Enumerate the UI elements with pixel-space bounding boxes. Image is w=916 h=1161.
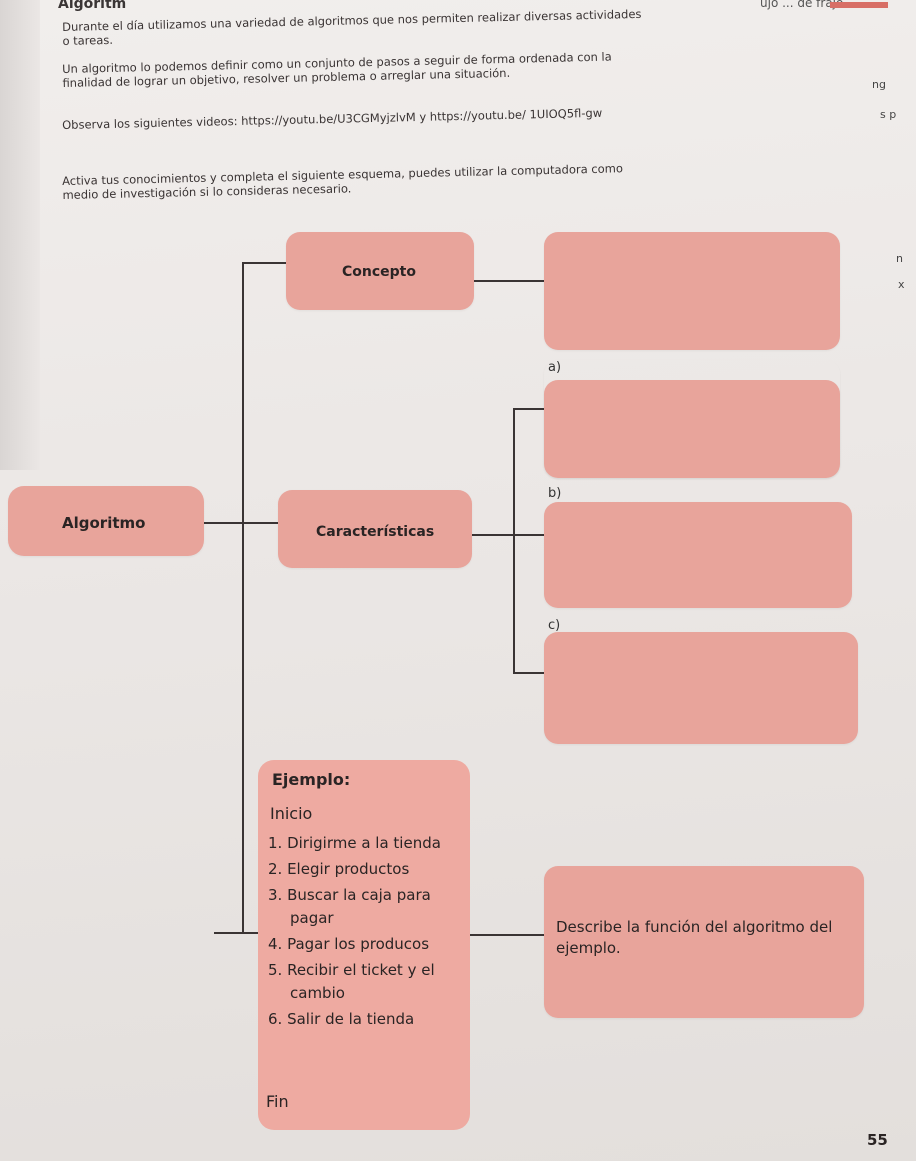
example-box: Ejemplo: Inicio 1. Dirigirme a la tienda… (258, 760, 470, 1130)
connector-example (214, 932, 264, 934)
example-step: 5. Recibir el ticket y el cambio (268, 961, 435, 1002)
connector-features (242, 522, 278, 524)
letter-c: c) (548, 618, 561, 633)
example-start: Inicio (270, 804, 313, 823)
concept-answer-box[interactable] (544, 232, 840, 350)
connector-concept-answer (474, 280, 546, 282)
example-step: 2. Elegir productos (268, 860, 410, 878)
edge-fragment-4: x (898, 278, 905, 291)
example-answer-box[interactable] (544, 866, 864, 1018)
edge-fragment-1: ng (872, 78, 886, 91)
algorithm-root-box: Algoritmo (8, 486, 204, 556)
letter-b: b) (548, 486, 562, 501)
example-step: 1. Dirigirme a la tienda (268, 834, 441, 852)
edge-fragment-3: n (896, 252, 903, 265)
features-box: Características (278, 490, 472, 568)
header-accent-bar (830, 2, 888, 8)
example-prompt: Describe la función del algoritmo del ej… (556, 918, 833, 957)
concept-label: Concepto (342, 264, 416, 280)
intro-paragraph-2: Un algoritmo lo podemos definir como un … (62, 49, 612, 90)
example-step: 6. Salir de la tienda (268, 1010, 415, 1028)
connector-features-b (472, 534, 544, 536)
connector-features-a (513, 408, 545, 410)
page-header-title: Algoritm (58, 0, 127, 12)
connector-features-vertical (513, 408, 515, 674)
example-heading: Ejemplo: (272, 770, 351, 789)
intro-paragraph-4: Activa tus conocimientos y completa el s… (62, 161, 624, 202)
concept-box: Concepto (286, 232, 474, 310)
connector-features-c (513, 672, 545, 674)
page-header-right: ujo ... de frajo (760, 0, 844, 10)
features-label: Características (316, 524, 435, 540)
connector-root (204, 522, 244, 524)
intro-paragraph-1: Durante el día utilizamos una variedad d… (62, 6, 642, 48)
connector-concept (242, 262, 286, 264)
facing-page-edge (0, 0, 40, 470)
intro-paragraph-3: Observa los siguientes videos: https://y… (62, 105, 603, 132)
features-answer-b-box[interactable] (544, 502, 852, 608)
example-steps: 1. Dirigirme a la tienda 2. Elegir produ… (266, 832, 466, 1034)
features-answer-a-box[interactable] (544, 380, 840, 478)
example-end: Fin (266, 1092, 289, 1111)
connector-main-vertical (242, 262, 244, 934)
features-answer-c-box[interactable] (544, 632, 858, 744)
algorithm-root-label: Algoritmo (62, 514, 146, 532)
connector-example-answer (470, 934, 546, 936)
example-step: 4. Pagar los producos (268, 935, 430, 953)
edge-fragment-2: s p (880, 108, 897, 121)
page-number: 55 (867, 1131, 888, 1149)
letter-a: a) (548, 360, 562, 375)
example-step: 3. Buscar la caja para pagar (268, 886, 431, 927)
